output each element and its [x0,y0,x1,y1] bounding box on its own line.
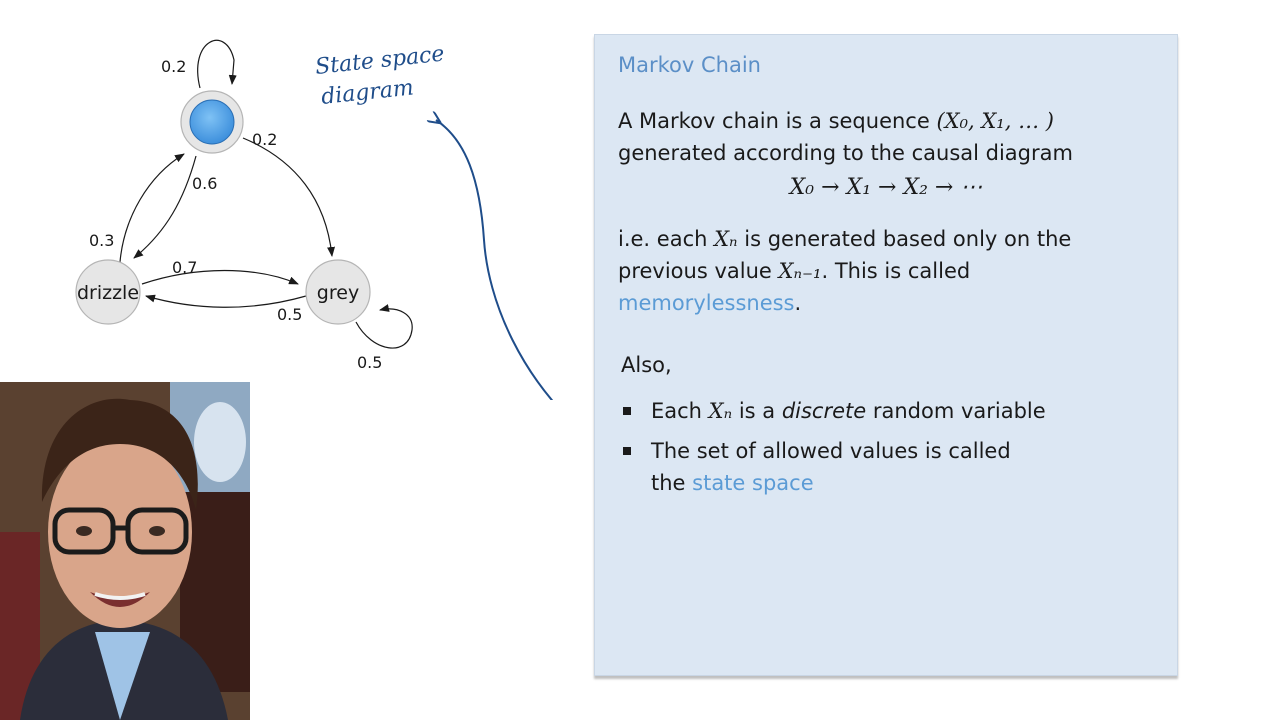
edge-grey-self [355,304,413,349]
presenter-image [0,382,250,720]
panel-title: Markov Chain [618,53,761,77]
edge-drizzle-grey [141,269,299,285]
memorylessness-term: memorylessness [618,291,795,315]
prob-sunny-self: 0.2 [161,57,186,76]
presenter-video [0,382,250,720]
edge-sunny-self [197,39,237,89]
sequence-math: (X₀, X₁, … ) [936,109,1054,133]
definition-panel: Markov Chain A Markov chain is a sequenc… [594,34,1178,676]
state-space-term: state space [692,471,814,495]
node-grey-label: grey [317,282,359,304]
prob-sunny-grey: 0.2 [252,130,277,149]
memorylessness-paragraph: i.e. each Xₙ is generated based only on … [618,227,1072,315]
causal-diagram-equation: X₀ → X₁ → X₂ → ⋯ [789,175,983,200]
annotation-line2: diagram [320,75,415,110]
prob-grey-drizzle: 0.5 [277,305,302,324]
node-drizzle-label: drizzle [77,282,139,304]
also-label: Also, [621,353,672,377]
annotation-line1: State space [314,42,446,80]
bullet-marker [623,407,631,415]
edge-grey-drizzle [145,294,307,308]
prob-drizzle-grey: 0.7 [172,258,197,277]
definition-paragraph: A Markov chain is a sequence (X₀, X₁, … … [618,109,1073,165]
prob-drizzle-sunny: 0.3 [89,231,114,250]
node-sunny [180,90,244,154]
node-grey: grey [305,259,371,325]
state-space-diagram: drizzle grey 0.2 0.2 0.6 0.3 0.7 0.5 0.5… [75,39,554,400]
edge-drizzle-sunny [119,153,185,263]
edge-sunny-grey [242,137,336,257]
bullet-state-space: The set of allowed values is called the … [623,435,1011,499]
annotation-arrow [436,120,554,400]
node-drizzle: drizzle [75,259,141,325]
bullet-discrete: Each Xₙ is a discrete random variable [623,395,1046,427]
prob-sunny-drizzle: 0.6 [192,174,217,193]
bullet-marker [623,447,631,455]
edge-sunny-drizzle [133,155,197,259]
prob-grey-self: 0.5 [357,353,382,372]
